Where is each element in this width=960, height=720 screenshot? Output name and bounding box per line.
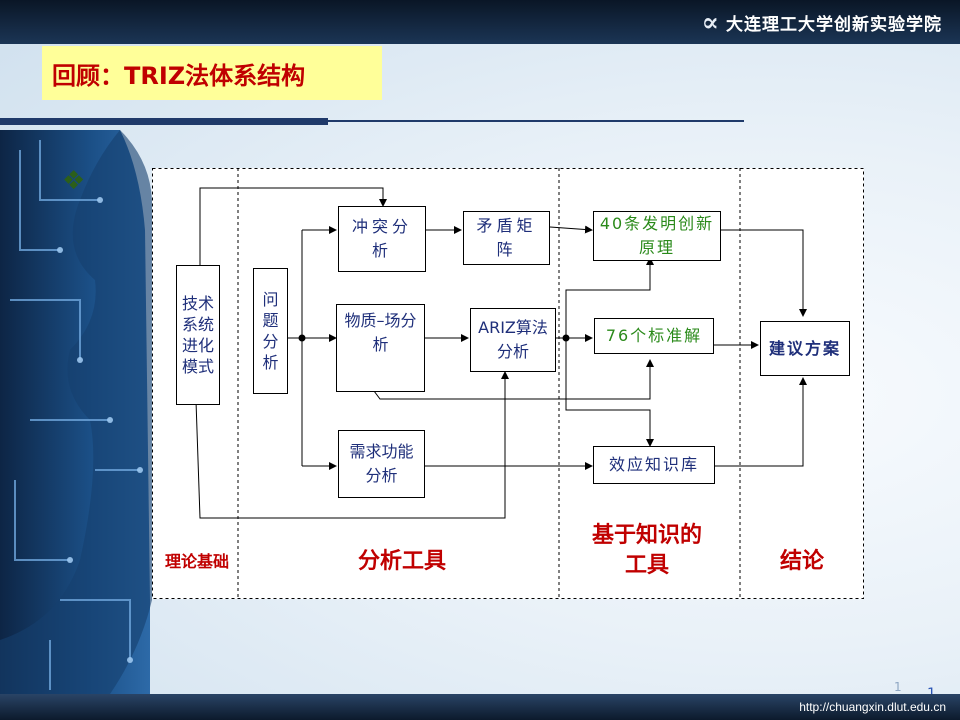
footer-url[interactable]: http://chuangxin.dlut.edu.cn	[799, 700, 946, 714]
slide-title-box: 回顾：TRIZ法体系结构	[42, 46, 382, 100]
section-label-theory: 理论基础	[164, 552, 229, 571]
box-effects-db: 效应知识库	[593, 446, 715, 484]
school-name: 大连理工大学创新实验学院	[726, 15, 942, 35]
box-substance-field: 物质–场分析	[336, 304, 425, 392]
box-conflict-analysis: 冲突分析	[338, 206, 426, 272]
top-bar	[0, 0, 960, 44]
box-needs-function: 需求功能分析	[338, 430, 425, 498]
school-emblem-icon: ∝	[701, 7, 720, 38]
school-logo: ∝ 大连理工大学创新实验学院	[701, 7, 942, 38]
diagram-connectors	[152, 168, 864, 599]
slide-title: 回顾：TRIZ法体系结构	[52, 61, 306, 90]
bullet-icon: ❖	[62, 166, 86, 196]
box-proposal: 建议方案	[760, 321, 850, 376]
box-76-standard: 76个标准解	[594, 318, 714, 354]
box-ariz: ARIZ算法分析	[470, 308, 556, 372]
title-rule-thick	[0, 118, 328, 125]
box-contradiction-matrix: 矛盾矩阵	[463, 211, 550, 265]
footer-bar	[0, 694, 960, 720]
triz-structure-diagram: 技术系统进化模式 问题分析 冲突分析 矛盾矩阵 物质–场分析 ARIZ算法分析 …	[152, 168, 864, 599]
box-tech-evolution: 技术系统进化模式	[176, 265, 220, 405]
box-problem-analysis: 问题分析	[253, 268, 288, 394]
page-number-faint: 1	[894, 680, 902, 694]
section-label-knowledge: 基于知识的工具	[591, 523, 702, 578]
section-label-conclusion: 结论	[779, 549, 824, 574]
box-40-principles: 40条发明创新原理	[593, 211, 721, 261]
title-rule-thin	[328, 120, 744, 122]
section-label-analysis: 分析工具	[357, 549, 446, 574]
